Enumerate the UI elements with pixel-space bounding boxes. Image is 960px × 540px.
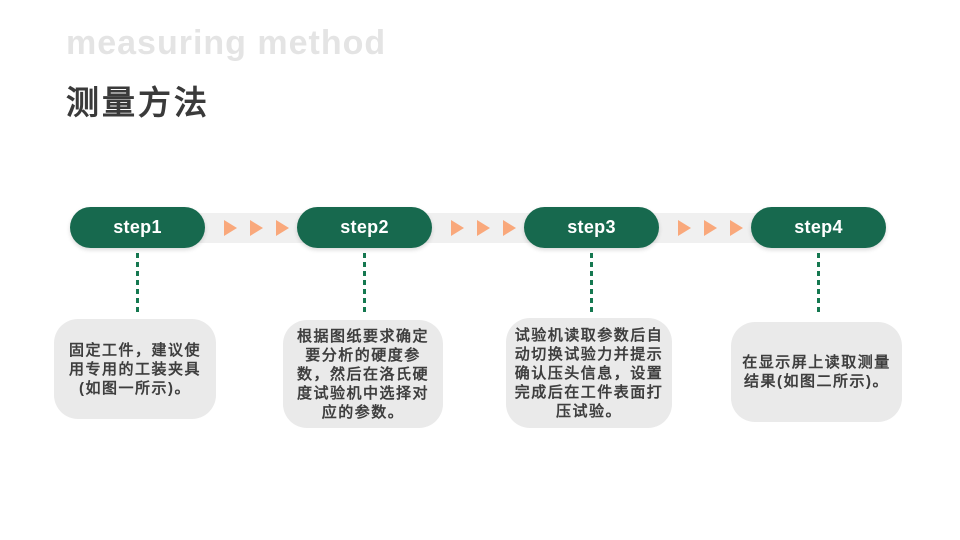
- arrow-right-triangle-icon: [451, 220, 464, 236]
- step-pill-label: step2: [340, 217, 389, 237]
- arrow-right-triangle-icon: [503, 220, 516, 236]
- arrow-group-1: [224, 213, 289, 243]
- dashed-connector-line-2: [363, 253, 366, 313]
- arrow-right-triangle-icon: [730, 220, 743, 236]
- step-description-box-2: 根据图纸要求确定 要分析的硬度参 数，然后在洛氏硬 度试验机中选择对 应的参数。: [283, 320, 443, 428]
- arrow-right-triangle-icon: [224, 220, 237, 236]
- step-pill-2: step2: [297, 207, 432, 248]
- dashed-connector-line-4: [817, 253, 820, 313]
- dashed-connector-line-1: [136, 253, 139, 313]
- step-description-text: 固定工件，建议使 用专用的工装夹具 (如图一所示)。: [68, 341, 201, 397]
- arrow-group-3: [678, 213, 743, 243]
- step-description-text: 根据图纸要求确定 要分析的硬度参 数，然后在洛氏硬 度试验机中选择对 应的参数。: [296, 327, 429, 421]
- step-pill-label: step1: [113, 217, 162, 237]
- dashed-connector-line-3: [590, 253, 593, 313]
- arrow-right-triangle-icon: [704, 220, 717, 236]
- arrow-right-triangle-icon: [678, 220, 691, 236]
- arrow-right-triangle-icon: [276, 220, 289, 236]
- step-pill-4: step4: [751, 207, 886, 248]
- step-pill-1: step1: [70, 207, 205, 248]
- step-pill-label: step4: [794, 217, 843, 237]
- step-description-box-4: 在显示屏上读取测量 结果(如图二所示)。: [731, 322, 902, 422]
- step-pill-3: step3: [524, 207, 659, 248]
- step-description-text: 试验机读取参数后自 动切换试验力并提示 确认压头信息，设置 完成后在工件表面打 …: [514, 326, 664, 420]
- arrow-right-triangle-icon: [477, 220, 490, 236]
- arrow-group-2: [451, 213, 516, 243]
- step-description-text: 在显示屏上读取测量 结果(如图二所示)。: [742, 354, 891, 390]
- step-description-box-1: 固定工件，建议使 用专用的工装夹具 (如图一所示)。: [54, 319, 216, 419]
- slide-title: 测量方法: [66, 84, 210, 121]
- step-pill-label: step3: [567, 217, 616, 237]
- arrow-right-triangle-icon: [250, 220, 263, 236]
- slide-subtitle-en: measuring method: [66, 24, 387, 62]
- step-description-box-3: 试验机读取参数后自 动切换试验力并提示 确认压头信息，设置 完成后在工件表面打 …: [506, 318, 672, 428]
